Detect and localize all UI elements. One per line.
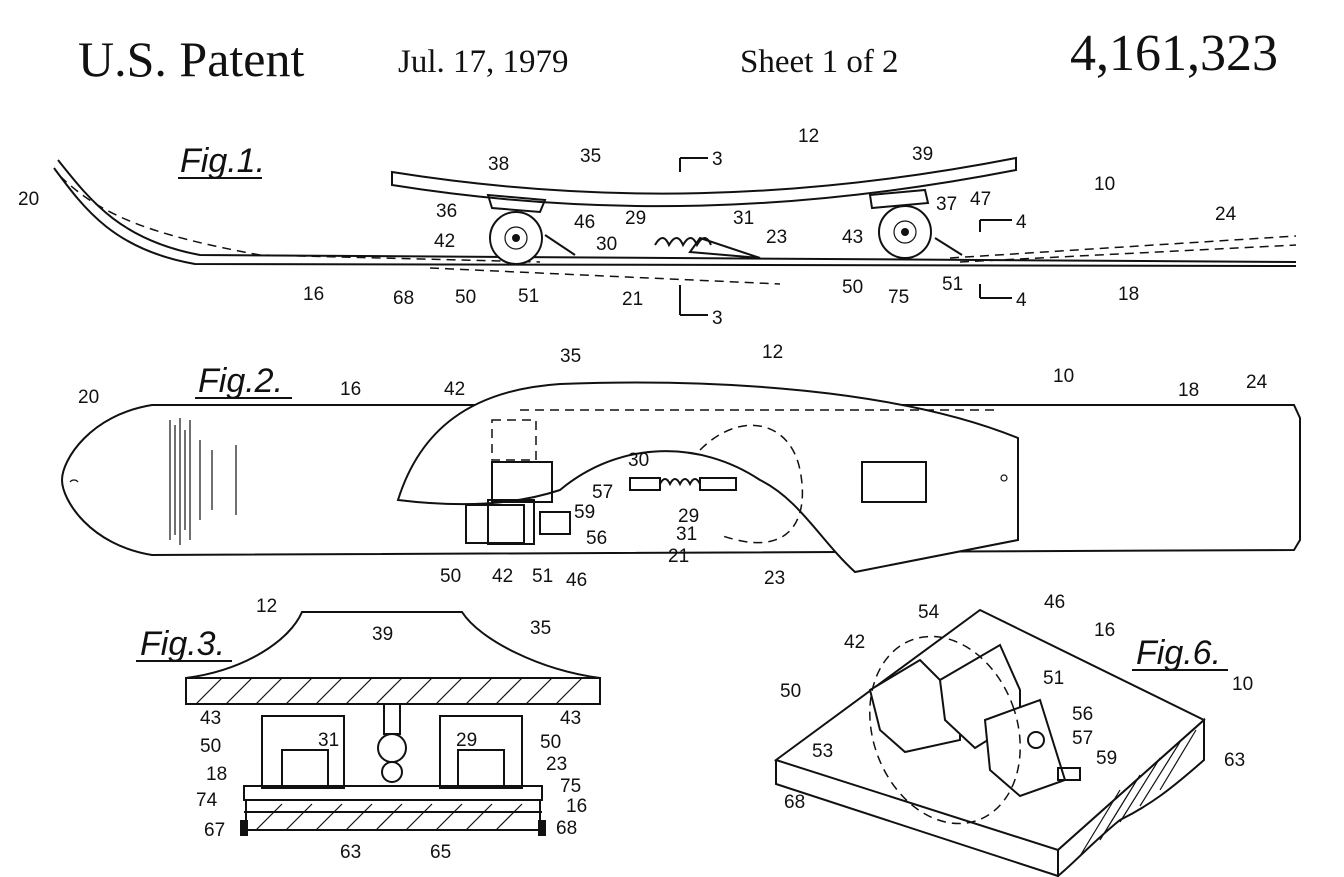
ref-label: 42 [844,632,865,653]
ref-label: 16 [566,796,587,817]
ref-label: 4 [1016,212,1027,233]
ref-label: 50 [780,681,801,702]
ref-label: 46 [1044,592,1065,613]
ref-label: 53 [812,741,833,762]
ref-label: 16 [340,379,361,400]
ref-label: 10 [1053,366,1074,387]
ref-label: 68 [393,288,414,309]
ref-label: 31 [733,208,754,229]
ref-label: 29 [678,506,699,527]
ref-label: 59 [574,502,595,523]
ref-label: 30 [628,450,649,471]
ref-label: 56 [586,528,607,549]
ref-label: 50 [842,277,863,298]
ref-label: 16 [303,284,324,305]
ref-label: 51 [532,566,553,587]
ref-label: 3 [712,149,723,170]
figure-2-callouts: 20 16 42 35 12 10 18 24 30 29 31 57 59 5… [78,342,1268,591]
ref-label: 51 [942,274,963,295]
figure-6-label: Fig.6. [1136,634,1221,672]
ref-label: 50 [540,732,561,753]
ref-label: 12 [762,342,783,363]
figure-6-callouts: 54 46 16 42 50 51 10 56 57 53 59 63 68 [780,592,1253,813]
ref-label: 23 [546,754,567,775]
ref-label: 43 [560,708,581,729]
ref-label: 10 [1232,674,1253,695]
patent-date: Jul. 17, 1979 [398,44,569,80]
ref-label: 30 [596,234,617,255]
ref-label: 37 [936,194,957,215]
ref-label: 18 [1118,284,1139,305]
ref-label: 51 [1043,668,1064,689]
sheet-indicator: Sheet 1 of 2 [740,44,899,80]
ref-label: 20 [18,189,39,210]
ref-label: 51 [518,286,539,307]
ref-label: 75 [888,287,909,308]
figure-2: Fig.2. 20 16 42 35 12 [60,342,1301,591]
ref-label: 3 [712,308,723,329]
ref-label: 67 [204,820,225,841]
ref-label: 59 [1096,748,1117,769]
ref-label: 46 [566,570,587,591]
ref-label: 63 [1224,750,1245,771]
ref-label: 35 [530,618,551,639]
patent-title: U.S. Patent [78,31,305,87]
ref-label: 38 [488,154,509,175]
ref-label: 42 [434,231,455,252]
ref-label: 20 [78,387,99,408]
figure-6: Fig.6. 54 46 16 42 50 51 10 56 57 53 5 [773,592,1253,877]
ref-label: 16 [1094,620,1115,641]
ref-label: 21 [622,289,643,310]
figure-1: Fig.1. 20 16 68 50 [18,126,1297,329]
ref-label: 36 [436,201,457,222]
ref-label: 56 [1072,704,1093,725]
ref-label: 12 [256,596,277,617]
figure-3-label: Fig.3. [140,625,225,663]
ref-label: 50 [455,287,476,308]
ref-label: 42 [444,379,465,400]
ref-label: 31 [318,730,339,751]
ref-label: 35 [560,346,581,367]
ref-label: 63 [340,842,361,863]
ref-label: 68 [556,818,577,839]
ref-label: 18 [206,764,227,785]
ref-label: 35 [580,146,601,167]
ref-label: 23 [766,227,787,248]
ref-label: 29 [456,730,477,751]
ref-label: 74 [196,790,218,811]
ref-label: 21 [668,546,689,567]
patent-number: 4,161,323 [1070,25,1278,82]
figure-1-callouts: 20 16 68 50 42 36 38 35 51 46 29 30 31 2… [18,126,1237,329]
ref-label: 47 [970,189,991,210]
ref-label: 31 [676,524,697,545]
ref-label: 24 [1215,204,1237,225]
figure-1-label: Fig.1. [180,142,265,180]
ref-label: 57 [1072,728,1093,749]
ref-label: 23 [764,568,785,589]
ref-label: 39 [912,144,933,165]
ref-label: 18 [1178,380,1199,401]
ref-label: 46 [574,212,595,233]
ref-label: 4 [1016,290,1027,311]
ref-label: 10 [1094,174,1115,195]
figure-3: Fig.3. [136,596,601,863]
figure-3-callouts: 12 35 39 43 43 50 31 29 50 18 23 74 75 1… [196,596,587,863]
ref-label: 57 [592,482,613,503]
ref-label: 75 [560,776,581,797]
ref-label: 29 [625,208,646,229]
ref-label: 65 [430,842,451,863]
ref-label: 12 [798,126,819,147]
ref-label: 50 [200,736,221,757]
figure-2-label: Fig.2. [198,362,283,400]
ref-label: 68 [784,792,805,813]
ref-label: 39 [372,624,393,645]
ref-label: 54 [918,602,940,623]
ref-label: 43 [200,708,221,729]
ref-label: 24 [1246,372,1268,393]
ref-label: 43 [842,227,863,248]
ref-label: 42 [492,566,513,587]
ref-label: 50 [440,566,461,587]
